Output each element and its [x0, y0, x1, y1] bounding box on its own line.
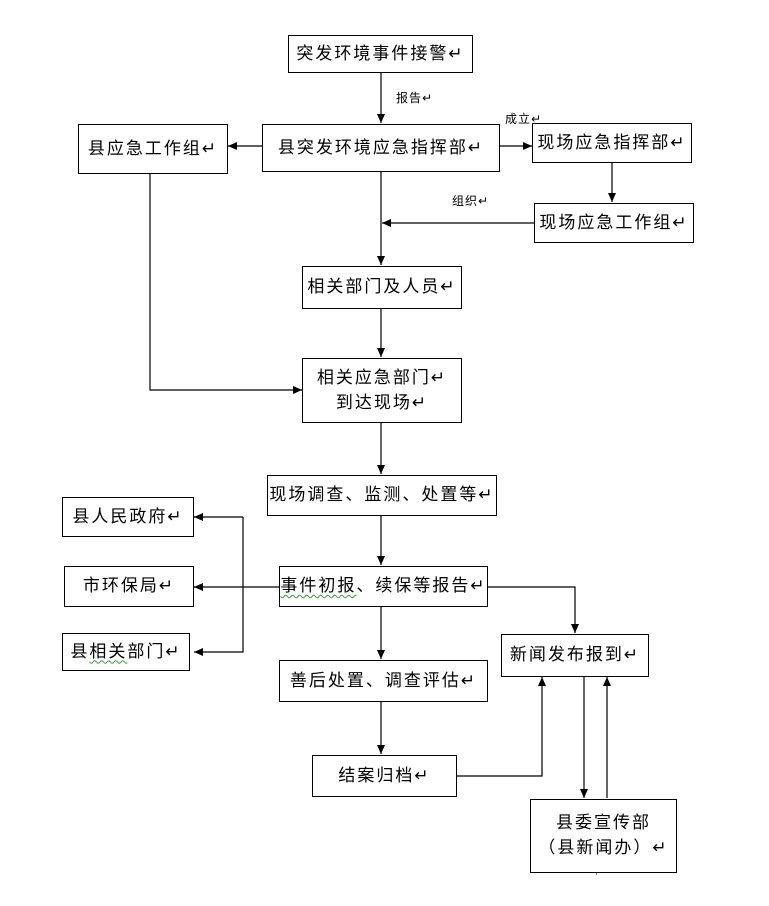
- node-city-epb: 市环保局↵: [64, 566, 194, 607]
- node-news-label: 新闻发布报到↵: [509, 645, 641, 666]
- node-site-hq: 现场应急指挥部↵: [532, 123, 692, 163]
- node-related-depts: 相关部门及人员↵: [302, 266, 462, 309]
- node-aftermath: 善后处置、调查评估↵: [279, 660, 488, 702]
- node-county-depts-label: 县相关部门↵: [70, 640, 181, 665]
- node-report-label-part2: 、续保等报告↵: [356, 576, 487, 597]
- node-county-hq-label: 县突发环境应急指挥部↵: [277, 137, 485, 158]
- node-county-gov: 县人民政府↵: [62, 497, 194, 537]
- node-investigate-label: 现场调查、监测、处置等↵: [269, 485, 495, 506]
- node-news: 新闻发布报到↵: [501, 634, 649, 677]
- node-county-gov-label: 县人民政府↵: [72, 506, 184, 527]
- node-investigate: 现场调查、监测、处置等↵: [267, 475, 497, 516]
- node-county-group: 县应急工作组↵: [78, 124, 228, 174]
- node-report-label: 事件初报、续保等报告↵: [280, 574, 486, 599]
- node-county-hq: 县突发环境应急指挥部↵: [262, 124, 500, 172]
- node-county-depts-part2: 相关: [89, 641, 128, 662]
- node-site-group: 现场应急工作组↵: [534, 203, 694, 243]
- arrow-report-to-news: [488, 586, 579, 633]
- node-report: 事件初报、续保等报告↵: [279, 566, 488, 607]
- node-related-depts-label: 相关部门及人员↵: [307, 277, 457, 298]
- arrow-county-group-to-arrive: [149, 174, 302, 394]
- arrow-archive-to-news: [457, 677, 546, 777]
- node-propaganda: 县委宣传部 （县新闻办）↵: [530, 799, 677, 873]
- node-alarm: 突发环境事件接警↵: [288, 35, 473, 73]
- node-county-depts-part1: 县: [70, 641, 90, 662]
- node-city-epb-label: 市环保局↵: [82, 576, 176, 597]
- node-site-hq-label: 现场应急指挥部↵: [537, 132, 687, 153]
- node-archive: 结案归档↵: [312, 755, 457, 797]
- node-propaganda-line1: 县委宣传部: [556, 813, 651, 834]
- edge-label-report: 报告↵: [396, 91, 434, 105]
- node-county-depts-part3: 部门↵: [127, 641, 182, 662]
- node-aftermath-label: 善后处置、调查评估↵: [289, 670, 478, 691]
- node-propaganda-line2: （县新闻办）↵: [538, 838, 669, 858]
- node-county-group-label: 县应急工作组↵: [87, 138, 219, 159]
- node-alarm-label: 突发环境事件接警↵: [296, 43, 465, 64]
- edge-label-organize: 组织↵: [452, 194, 490, 208]
- node-county-depts: 县相关部门↵: [62, 633, 190, 671]
- node-archive-label: 结案归档↵: [338, 765, 431, 786]
- edge-label-establish: 成立↵: [505, 112, 543, 126]
- node-arrive-line1: 相关应急部门↵: [316, 367, 448, 388]
- node-site-group-label: 现场应急工作组↵: [539, 212, 689, 233]
- node-arrive-line2: 到达现场↵: [335, 392, 429, 413]
- node-arrive: 相关应急部门↵ 到达现场↵: [302, 358, 462, 423]
- node-report-label-part1: 事件初报: [280, 576, 357, 597]
- arrow-report-to-recipients-trunk: [242, 517, 279, 588]
